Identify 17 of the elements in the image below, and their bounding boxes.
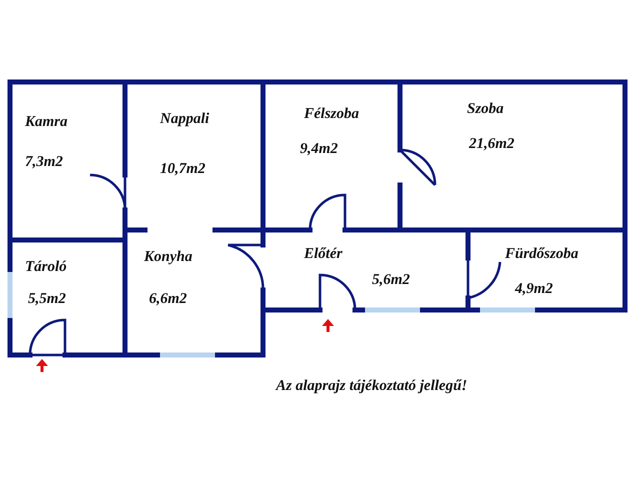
room-area: 6,6m2	[149, 290, 187, 308]
room-area: 4,9m2	[515, 280, 553, 298]
room-name: Fürdőszoba	[505, 245, 578, 263]
room-name: Előtér	[304, 245, 342, 263]
disclaimer-note: Az alaprajz tájékoztató jellegű!	[276, 378, 468, 395]
room-name: Nappali	[160, 110, 210, 128]
room-name: Félszoba	[304, 105, 360, 123]
room-area: 5,6m2	[372, 271, 410, 289]
room-name: Konyha	[144, 248, 192, 266]
room-area: 9,4m2	[300, 140, 338, 158]
room-area: 5,5m2	[28, 290, 66, 308]
room-name: Kamra	[25, 113, 68, 131]
room-area: 10,7m2	[160, 160, 206, 178]
room-name: Tároló	[25, 258, 67, 276]
room-area: 7,3m2	[25, 153, 63, 171]
room-name: Szoba	[467, 100, 504, 118]
room-area: 21,6m2	[469, 135, 514, 153]
